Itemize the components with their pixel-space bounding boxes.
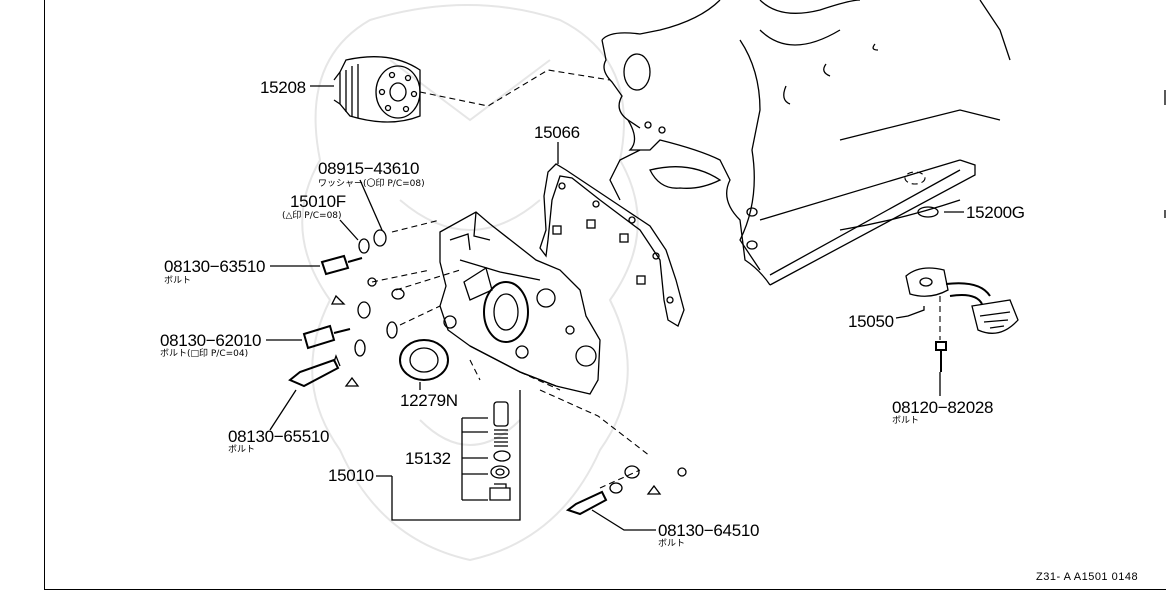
part-number-08130-65510[interactable]: 08130−65510 <box>228 427 330 446</box>
part-number-15066[interactable]: 15066 <box>534 123 580 142</box>
part-number-15132[interactable]: 15132 <box>405 449 451 468</box>
part-note-08915-43610: ワッシャー(〇印 P/C=08) <box>318 179 425 189</box>
oil-filter-drawing <box>333 56 421 123</box>
pump-bracket <box>376 390 521 521</box>
part-number-15208[interactable]: 15208 <box>260 78 306 97</box>
part-number-08120-82028[interactable]: 08120−82028 <box>892 398 994 417</box>
part-note-08130-63510: ボルト <box>164 276 192 286</box>
part-number-15200g[interactable]: 15200G <box>966 203 1025 222</box>
part-note-08130-64510: ボルト <box>658 539 686 549</box>
leader-43610 <box>359 179 383 231</box>
oil-pump-body <box>439 211 601 395</box>
relief-valve-parts <box>489 401 511 501</box>
watermark-emblem <box>301 4 639 562</box>
gasket-drawing <box>539 163 685 327</box>
part-number-15050[interactable]: 15050 <box>848 312 894 331</box>
part-note-08120-82028: ボルト <box>892 416 920 426</box>
relief-bracket <box>461 417 488 501</box>
part-number-08130-64510[interactable]: 08130−64510 <box>658 521 760 540</box>
diagram-reference-code: Z31- A A1501 0148 <box>1036 571 1139 583</box>
part-number-15010[interactable]: 15010 <box>328 466 374 485</box>
part-number-12279n[interactable]: 12279N <box>400 391 458 410</box>
leader-15010f <box>339 219 359 241</box>
strainer-drawing <box>895 206 1019 396</box>
part-note-08130-62010: ボルト(□印 P/C=04) <box>160 349 249 359</box>
assembly-dashes <box>371 219 651 489</box>
leader-65510 <box>269 389 297 431</box>
part-number-08130-63510[interactable]: 08130−63510 <box>164 257 266 276</box>
part-number-08130-62010[interactable]: 08130−62010 <box>160 331 262 350</box>
part-number-08915-43610[interactable]: 08915−43610 <box>318 159 420 178</box>
diagram-frame <box>44 0 1166 590</box>
part-number-15010f[interactable]: 15010F <box>290 192 346 211</box>
engine-block <box>601 0 1166 286</box>
part-note-08130-65510: ボルト <box>228 445 256 455</box>
part-note-15010f: (△印 P/C=08) <box>282 211 342 221</box>
filter-leader-dash <box>419 69 611 107</box>
bottom-bolt-hardware <box>565 465 687 531</box>
left-hardware <box>288 229 449 388</box>
